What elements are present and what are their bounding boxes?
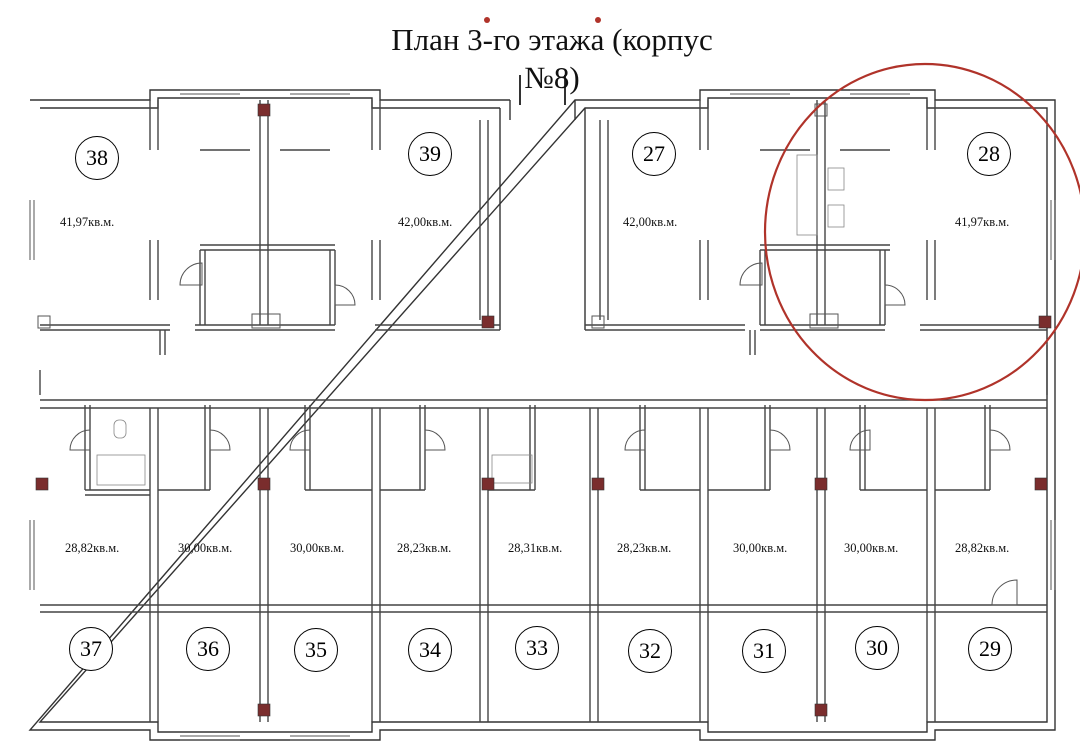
unit-area-28: 41,97кв.м. [955,215,1010,229]
marker-dot [484,17,490,23]
unit-badge-35[interactable]: 35 [294,628,338,672]
unit-badge-29[interactable]: 29 [968,627,1012,671]
unit-area-32: 28,23кв.м. [617,541,672,555]
unit-badge-37[interactable]: 37 [69,627,113,671]
unit-badge-36[interactable]: 36 [186,627,230,671]
unit-area-39: 42,00кв.м. [398,215,453,229]
unit-badge-31[interactable]: 31 [742,629,786,673]
unit-area-36: 30,00кв.м. [178,541,233,555]
unit-badge-32[interactable]: 32 [628,629,672,673]
unit-badge-27[interactable]: 27 [632,132,676,176]
unit-badge-39[interactable]: 39 [408,132,452,176]
unit-area-30: 30,00кв.м. [844,541,899,555]
fixtures [96,154,845,486]
columns [35,103,1052,717]
plan-title: План 3-го этажа (корпус [391,22,713,57]
unit-area-29: 28,82кв.м. [955,541,1010,555]
unit-area-37: 28,82кв.м. [65,541,120,555]
unit-area-38: 41,97кв.м. [60,215,115,229]
doors [69,262,1018,606]
unit-area-33: 28,31кв.м. [508,541,563,555]
unit-area-31: 30,00кв.м. [733,541,788,555]
unit-badge-33[interactable]: 33 [515,626,559,670]
unit-badge-34[interactable]: 34 [408,628,452,672]
unit-area-27: 42,00кв.м. [623,215,678,229]
plan-title-building: №8) [524,60,580,95]
windows [29,89,1056,741]
unit-area-35: 30,00кв.м. [290,541,345,555]
interior-walls [39,100,1048,722]
unit-badge-28[interactable]: 28 [967,132,1011,176]
unit-badge-38[interactable]: 38 [75,136,119,180]
unit-area-34: 28,23кв.м. [397,541,452,555]
unit-badge-30[interactable]: 30 [855,626,899,670]
marker-dot [595,17,601,23]
highlight-circle [763,62,1080,402]
